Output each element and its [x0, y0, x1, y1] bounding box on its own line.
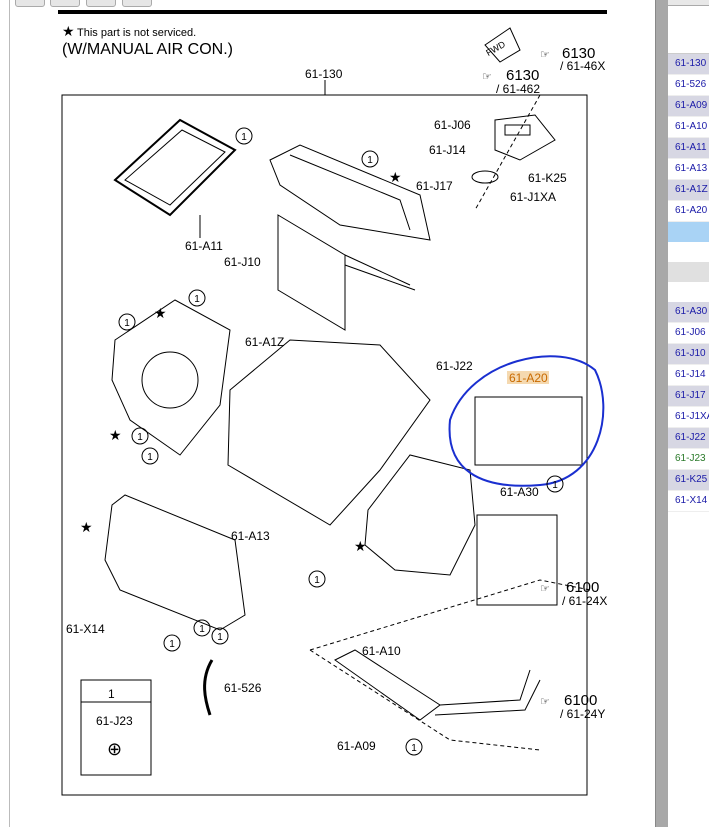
screw-icon: ⊕	[107, 739, 122, 759]
hand-icon: ☞	[540, 696, 550, 708]
a20-label-highlight	[507, 371, 549, 384]
parts-list-item[interactable]: 61-A20	[668, 201, 709, 222]
label-61-a11[interactable]: 61-A11	[185, 239, 223, 253]
parts-list-item[interactable]: 61-J06	[668, 323, 709, 344]
parts-list-item[interactable]: 61-526	[668, 75, 709, 96]
hand-icon: ☞	[540, 49, 550, 61]
upper-case-part	[269, 144, 431, 241]
a20-subbox	[474, 396, 583, 466]
label-61-a30[interactable]: 61-A30	[500, 485, 539, 499]
callout-1: 1	[199, 624, 205, 635]
a30-subbox	[476, 514, 558, 606]
ref-6100-a[interactable]: 6100	[566, 579, 599, 596]
ref-61-24x[interactable]: / 61-24X	[562, 594, 607, 608]
callout-1: 1	[147, 452, 153, 463]
label-61-a10[interactable]: 61-A10	[362, 644, 401, 658]
highlight-circle	[448, 355, 605, 487]
ref-61-24y[interactable]: / 61-24Y	[560, 707, 605, 721]
diagram-subtitle: (W/MANUAL AIR CON.)	[62, 41, 233, 58]
ref-61-462[interactable]: / 61-462	[496, 82, 540, 96]
label-61-a1z[interactable]: 61-A1Z	[245, 335, 284, 349]
parts-list-item[interactable]: 61-J17	[668, 386, 709, 407]
assembly-frame	[61, 94, 588, 796]
parts-list-item[interactable]: 61-J22	[668, 428, 709, 449]
label-61-j17[interactable]: 61-J17	[416, 179, 453, 193]
parts-list-item[interactable]: 61-A1Z	[668, 180, 709, 201]
callout-1: 1	[217, 632, 223, 643]
toolbar-button-2[interactable]	[50, 0, 80, 7]
star-icon: ★	[354, 538, 367, 554]
label-61-j22[interactable]: 61-J22	[436, 359, 473, 373]
parts-list-item[interactable]: 61-J1XA	[668, 407, 709, 428]
label-61-a13[interactable]: 61-A13	[231, 529, 270, 543]
label-61-j10[interactable]: 61-J10	[224, 255, 261, 269]
parts-list-item[interactable]: 61-J14	[668, 365, 709, 386]
callout-circles	[118, 127, 564, 756]
label-61-a20[interactable]: 61-A20	[509, 371, 548, 385]
callout-1: 1	[411, 743, 417, 754]
toolbar-button-3[interactable]	[86, 0, 116, 7]
toolbar-button-4[interactable]	[122, 0, 152, 7]
label-61-130[interactable]: 61-130	[305, 67, 343, 81]
blower-upper-part	[111, 299, 231, 456]
fwd-arrow-icon	[484, 27, 521, 63]
panel-splitter[interactable]	[655, 0, 668, 827]
callout-1: 1	[169, 639, 175, 650]
callout-1: 1	[552, 480, 558, 491]
parts-list-item[interactable]: 61-J10	[668, 344, 709, 365]
label-61-x14[interactable]: 61-X14	[66, 622, 105, 636]
ref-61-46x[interactable]: / 61-46X	[560, 59, 605, 73]
selected-row[interactable]	[668, 222, 709, 242]
ref-6130-a[interactable]: 6130	[562, 45, 595, 62]
header-rule	[58, 10, 607, 14]
label-61-j14[interactable]: 61-J14	[429, 143, 466, 157]
ref-6130-b[interactable]: 6130	[506, 67, 539, 84]
parts-list-item[interactable]: 61-A11	[668, 138, 709, 159]
callout-1: 1	[241, 132, 247, 143]
parts-list-item[interactable]: 61-A10	[668, 117, 709, 138]
label-61-j06[interactable]: 61-J06	[434, 118, 471, 132]
label-61-j1xa[interactable]: 61-J1XA	[510, 190, 556, 204]
star-icon: ★	[389, 169, 402, 185]
heater-core-part	[334, 649, 541, 721]
label-61-j23[interactable]: 61-J23	[96, 714, 133, 728]
callout-1: 1	[137, 432, 143, 443]
filter-part	[113, 118, 237, 217]
parts-list-item[interactable]: 61-A30	[668, 302, 709, 323]
j23-box	[80, 679, 152, 776]
label-61-a09[interactable]: 61-A09	[337, 739, 376, 753]
lower-case-part	[104, 494, 246, 631]
heater-unit-part	[364, 454, 476, 576]
callout-1: 1	[314, 575, 320, 586]
label-61-526[interactable]: 61-526	[224, 681, 262, 695]
parts-list-item[interactable]: 61-A09	[668, 96, 709, 117]
hand-icon: ☞	[482, 71, 492, 83]
callout-1: 1	[108, 687, 115, 701]
star-icon: ★	[109, 427, 122, 443]
parts-diagram: ★ This part is not serviced. (W/MANUAL A…	[58, 10, 607, 796]
toolbar-button-1[interactable]	[15, 0, 45, 7]
callout-1: 1	[124, 318, 130, 329]
callout-1: 1	[367, 155, 373, 166]
hand-icon: ☞	[540, 583, 550, 595]
label-61-k25[interactable]: 61-K25	[528, 171, 567, 185]
callout-1: 1	[194, 294, 200, 305]
parts-list-item[interactable]: 61-130	[668, 54, 709, 75]
evaporator-part	[277, 214, 416, 331]
star-icon: ★	[62, 23, 75, 39]
parts-list-item[interactable]: 61-X14	[668, 491, 709, 512]
fwd-label: FWD	[484, 39, 507, 58]
parts-list-item[interactable]: 61-A13	[668, 159, 709, 180]
knob-part	[471, 170, 499, 184]
star-icon: ★	[154, 305, 167, 321]
star-icon: ★	[80, 519, 93, 535]
not-serviced-note: This part is not serviced.	[77, 27, 196, 39]
doors-kit-box	[227, 339, 431, 526]
parts-list-item[interactable]: 61-K25	[668, 470, 709, 491]
left-border	[0, 0, 10, 827]
parts-list-item[interactable]: 61-J23	[668, 449, 709, 470]
ref-6100-b[interactable]: 6100	[564, 692, 597, 709]
